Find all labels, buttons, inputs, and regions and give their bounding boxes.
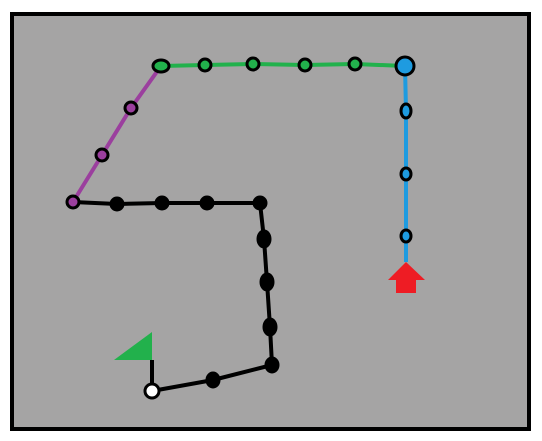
black-path-node-8[interactable] (154, 195, 170, 211)
black-path-node-6[interactable] (252, 195, 268, 211)
green-path-node-3[interactable] (297, 57, 313, 73)
black-path-node-0[interactable] (143, 382, 161, 400)
green-path-node-1[interactable] (197, 57, 213, 73)
black-path-node-4[interactable] (259, 272, 275, 292)
green-path-node-0[interactable] (151, 58, 171, 74)
purple-path-node-1[interactable] (94, 147, 110, 163)
black-path-node-9[interactable] (109, 196, 125, 212)
blue-path-node-3[interactable] (399, 228, 413, 244)
blue-path-node-1[interactable] (399, 102, 413, 120)
black-path-node-1[interactable] (205, 371, 221, 389)
blue-path-node-2[interactable] (399, 166, 413, 182)
green-path-node-2[interactable] (245, 56, 261, 72)
black-path-node-5[interactable] (256, 229, 272, 249)
green-path-node-4[interactable] (347, 56, 363, 72)
purple-path-node-2[interactable] (123, 100, 139, 116)
black-path-node-2[interactable] (264, 356, 280, 374)
purple-path-line (71, 64, 163, 204)
blue-path-node-0[interactable] (394, 55, 416, 77)
goal-house-icon (388, 262, 425, 293)
purple-path-node-0[interactable] (65, 194, 81, 210)
black-path-node-7[interactable] (199, 195, 215, 211)
path-nodes (65, 55, 416, 400)
flag-cloth (114, 332, 152, 360)
black-path-node-3[interactable] (262, 317, 278, 337)
